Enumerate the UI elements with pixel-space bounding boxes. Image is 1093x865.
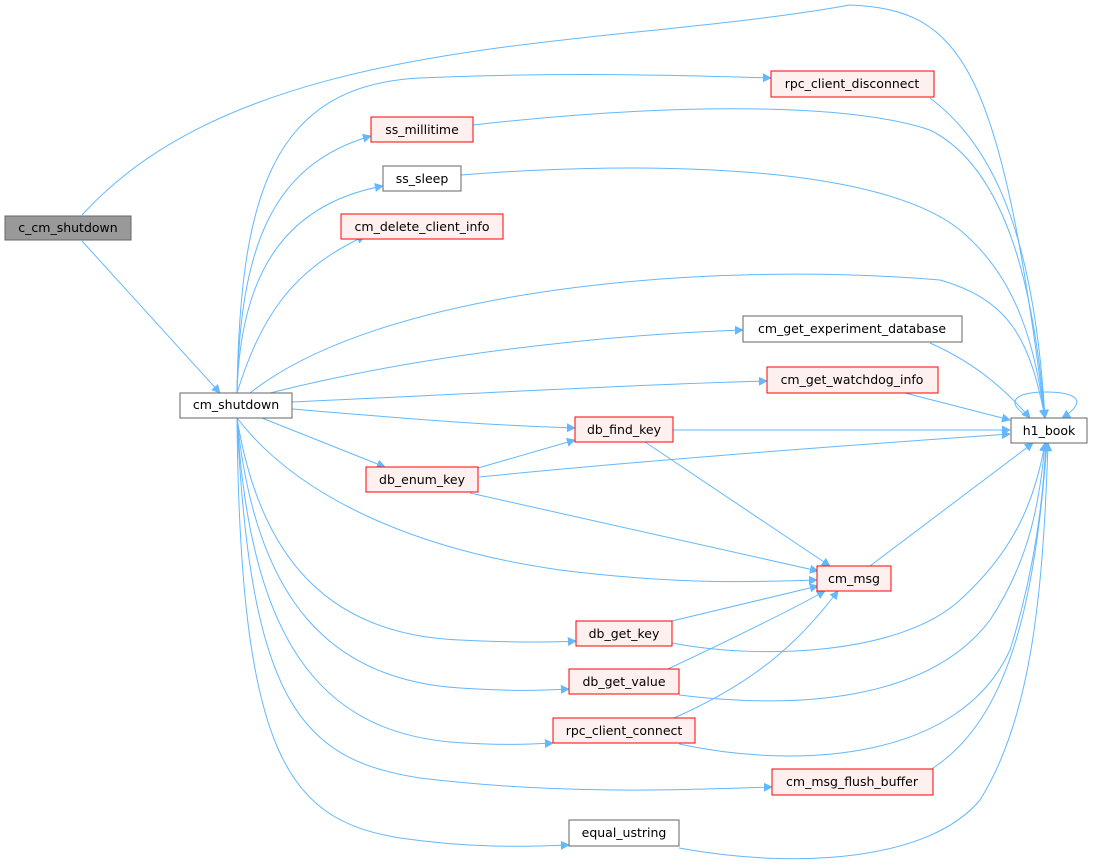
edge-cm_shutdown-to-db_find_key xyxy=(291,408,576,433)
node-cm_msg_flush_buffer[interactable]: cm_msg_flush_buffer xyxy=(771,768,934,796)
edge-cm_msg_flush_buffer-to-h1_book xyxy=(929,442,1051,771)
edge-cm_shutdown-to-db_get_value xyxy=(236,417,570,694)
edge-db_get_key-to-cm_msg xyxy=(671,583,819,622)
edge-cm_get_experiment_database-to-h1_book xyxy=(929,342,1031,419)
edge-cm_get_watchdog_info-to-h1_book xyxy=(904,392,1011,423)
node-cm_msg_flush_buffer-label: cm_msg_flush_buffer xyxy=(786,774,919,789)
edge-cm_shutdown-to-rpc_client_connect xyxy=(236,417,554,748)
node-ss_millitime[interactable]: ss_millitime xyxy=(370,116,474,143)
edge-cm_shutdown-to-ss_millitime xyxy=(236,133,372,394)
node-cm_get_watchdog_info[interactable]: cm_get_watchdog_info xyxy=(766,366,939,394)
node-rpc_client_connect-label: rpc_client_connect xyxy=(566,723,683,738)
edge-rpc_client_disconnect-to-h1_book xyxy=(929,97,1050,419)
node-c_cm_shutdown-box xyxy=(4,215,132,241)
node-db_get_value-label: db_get_value xyxy=(582,674,665,689)
edge-cm_shutdown-to-rpc_client_disconnect xyxy=(236,73,772,394)
node-cm_delete_client_info-box xyxy=(340,213,504,240)
node-equal_ustring[interactable]: equal_ustring xyxy=(568,819,680,847)
node-rpc_client_disconnect-box xyxy=(770,70,935,98)
edge-c_cm_shutdown-to-cm_shutdown xyxy=(81,240,221,394)
edge-db_get_key-to-h1_book xyxy=(671,442,1049,653)
node-layer: c_cm_shutdown cm_shutdown rpc_client_dis… xyxy=(4,70,1088,847)
node-ss_sleep[interactable]: ss_sleep xyxy=(382,165,462,192)
edge-cm_shutdown-to-cm_msg xyxy=(236,417,818,585)
node-cm_get_watchdog_info-label: cm_get_watchdog_info xyxy=(781,372,924,387)
edge-rpc_client_connect-to-cm_msg xyxy=(673,590,839,719)
node-h1_book[interactable]: h1_book xyxy=(1010,417,1088,444)
edge-cm_shutdown-to-h1_book xyxy=(249,273,1048,419)
node-rpc_client_connect-box xyxy=(552,717,696,744)
node-db_get_key-box xyxy=(575,620,673,647)
node-rpc_client_connect[interactable]: rpc_client_connect xyxy=(552,717,696,744)
edge-cm_shutdown-to-cm_msg_flush_buffer xyxy=(236,417,773,792)
node-equal_ustring-label: equal_ustring xyxy=(582,825,667,840)
node-ss_sleep-box xyxy=(382,165,462,192)
node-cm_delete_client_info[interactable]: cm_delete_client_info xyxy=(340,213,504,240)
node-equal_ustring-box xyxy=(568,819,680,847)
node-db_enum_key[interactable]: db_enum_key xyxy=(365,466,479,493)
edge-equal_ustring-to-h1_book xyxy=(678,442,1053,860)
edge-ss_sleep-to-h1_book xyxy=(460,167,1049,419)
node-cm_delete_client_info-label: cm_delete_client_info xyxy=(355,219,490,234)
edge-rpc_client_connect-to-h1_book xyxy=(678,442,1051,757)
node-ss_millitime-box xyxy=(370,116,474,143)
edge-db_enum_key-to-h1_book xyxy=(478,430,1011,478)
node-cm_get_experiment_database-box xyxy=(742,315,963,343)
node-db_get_key[interactable]: db_get_key xyxy=(575,620,673,647)
node-db_get_key-label: db_get_key xyxy=(589,626,660,641)
node-cm_msg-label: cm_msg xyxy=(828,571,880,586)
node-cm_shutdown[interactable]: cm_shutdown xyxy=(179,392,293,419)
node-c_cm_shutdown[interactable]: c_cm_shutdown xyxy=(4,215,132,241)
node-h1_book-box xyxy=(1010,417,1088,444)
node-db_find_key[interactable]: db_find_key xyxy=(574,416,674,443)
node-db_enum_key-label: db_enum_key xyxy=(379,472,466,487)
node-c_cm_shutdown-label: c_cm_shutdown xyxy=(18,220,117,235)
edge-cm_shutdown-to-cm_get_experiment_database xyxy=(269,325,744,394)
node-cm_msg[interactable]: cm_msg xyxy=(816,565,892,592)
node-rpc_client_disconnect[interactable]: rpc_client_disconnect xyxy=(770,70,935,98)
node-db_get_value-box xyxy=(568,668,680,695)
edge-ss_millitime-to-h1_book xyxy=(472,108,1049,419)
edge-cm_shutdown-to-db_get_key xyxy=(236,417,577,646)
node-cm_shutdown-label: cm_shutdown xyxy=(193,397,279,412)
node-rpc_client_disconnect-label: rpc_client_disconnect xyxy=(785,76,920,91)
node-cm_get_experiment_database-label: cm_get_experiment_database xyxy=(758,321,946,336)
node-db_find_key-box xyxy=(574,416,674,443)
node-ss_sleep-label: ss_sleep xyxy=(396,171,449,186)
node-cm_shutdown-box xyxy=(179,392,293,419)
edge-cm_shutdown-to-cm_get_watchdog_info xyxy=(291,376,768,403)
edge-db_get_value-to-h1_book xyxy=(678,442,1049,702)
edge-cm_shutdown-to-cm_delete_client_info xyxy=(236,235,366,394)
node-cm_msg-box xyxy=(816,565,892,592)
edge-cm_shutdown-to-db_enum_key xyxy=(261,417,386,469)
node-cm_get_watchdog_info-box xyxy=(766,366,939,394)
node-h1_book-label: h1_book xyxy=(1023,423,1076,438)
edge-cm_msg-to-h1_book xyxy=(869,442,1034,567)
edge-layer xyxy=(81,4,1078,860)
edge-db_get_value-to-cm_msg xyxy=(667,590,826,670)
edge-db_enum_key-to-db_find_key xyxy=(477,437,576,469)
edge-cm_shutdown-to-ss_sleep xyxy=(236,183,384,394)
edge-db_find_key-to-cm_msg xyxy=(644,441,831,567)
node-db_get_value[interactable]: db_get_value xyxy=(568,668,680,695)
node-db_enum_key-box xyxy=(365,466,479,493)
node-db_find_key-label: db_find_key xyxy=(587,422,662,437)
edge-cm_shutdown-to-equal_ustring xyxy=(236,417,570,850)
node-ss_millitime-label: ss_millitime xyxy=(385,122,459,137)
edge-c_cm_shutdown-to-h1_book xyxy=(81,4,1049,419)
edge-h1_book-self-loop xyxy=(1014,391,1078,419)
node-cm_msg_flush_buffer-box xyxy=(771,768,934,796)
node-cm_get_experiment_database[interactable]: cm_get_experiment_database xyxy=(742,315,963,343)
edge-db_enum_key-to-cm_msg xyxy=(469,492,819,574)
